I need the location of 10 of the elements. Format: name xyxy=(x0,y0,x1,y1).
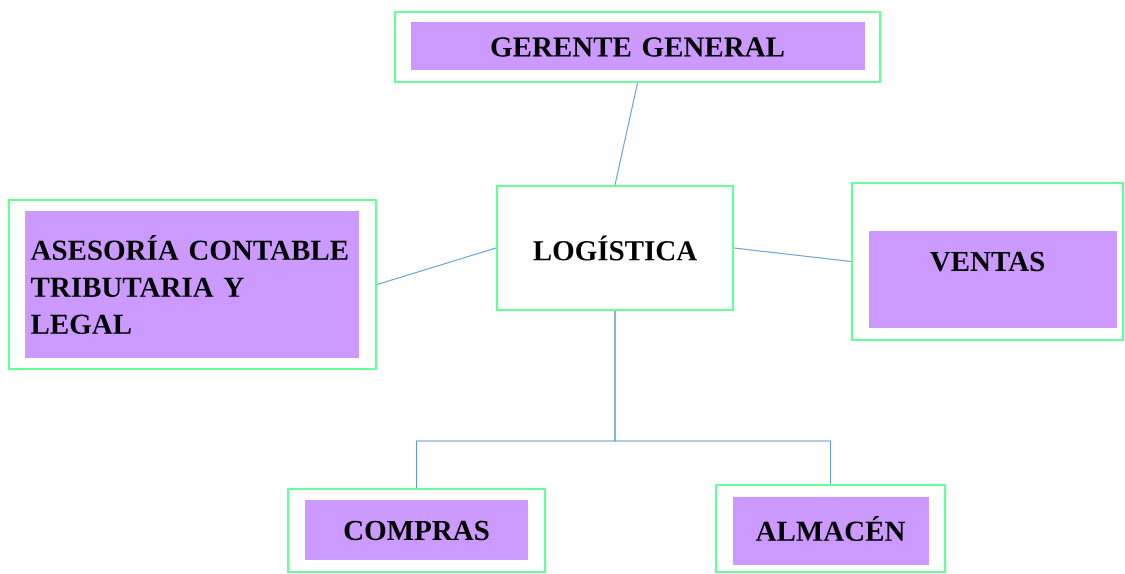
connector-line xyxy=(614,310,831,485)
connector-line xyxy=(733,247,852,262)
org-box: ASESORÍA CONTABLE TRIBUTARIA Y LEGAL xyxy=(7,198,378,371)
org-box: GERENTE GENERAL xyxy=(393,10,882,84)
org-box: LOGÍSTICA xyxy=(495,184,735,312)
org-box: VENTAS xyxy=(850,181,1125,342)
connector-line xyxy=(376,247,497,285)
org-box: ALMACÉN xyxy=(714,483,947,574)
connector-line xyxy=(614,82,638,186)
org-box: COMPRAS xyxy=(286,487,547,574)
